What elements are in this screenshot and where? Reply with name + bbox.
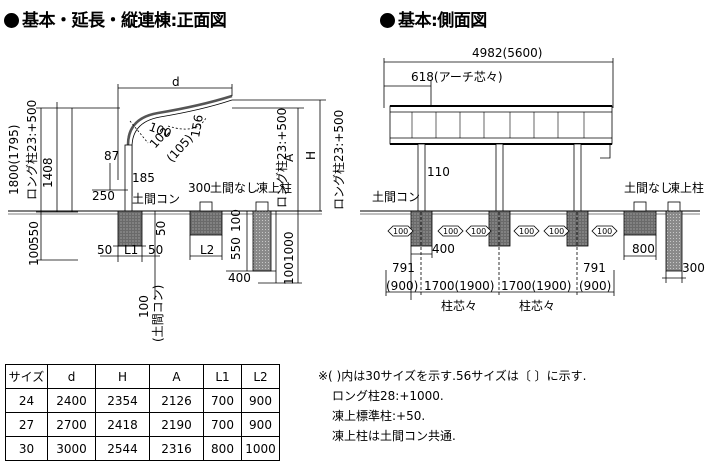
front-h1408-label: 1408 [41, 157, 55, 188]
table-row: 27 2700 2418 2190 700 900 [5, 412, 280, 437]
side-tag-2: 100 [443, 227, 458, 236]
front-d-label: d [172, 75, 180, 89]
table-cell: 2190 [149, 412, 204, 437]
table-cell: 2316 [149, 436, 204, 461]
side-tag-6: 100 [597, 227, 612, 236]
table-cell: 1000 [241, 436, 280, 461]
front-L1-label: L1 [124, 243, 138, 257]
table-cell: 30 [5, 436, 48, 461]
front-doma100-label: 100 [137, 295, 151, 318]
front-H-label: H [304, 151, 318, 160]
table-header-row: サイズ d H A L1 L2 [5, 364, 280, 389]
side-view-drawing [360, 58, 700, 300]
front-doma-con-label: 土間コン [132, 192, 180, 206]
front-L2-label: L2 [200, 243, 214, 257]
side-pitch2-label: 柱芯々 [519, 298, 555, 313]
note-line: ※( )内は30サイズを示す.56サイズは〔 〕に示す. [318, 369, 587, 383]
side-h110-label: 110 [427, 165, 450, 179]
side-view-title: 基本:側面図 [398, 11, 487, 31]
table-cell: 900 [241, 412, 280, 437]
side-tag-5: 100 [549, 227, 564, 236]
table-cell: 2126 [149, 388, 204, 413]
front-left-550-label: 550 [27, 221, 41, 244]
table-header-d: d [47, 364, 96, 389]
notes: ※( )内は30サイズを示す.56サイズは〔 〕に示す. ロング柱28:+100… [318, 366, 587, 446]
front-h185-label: 185 [132, 171, 155, 185]
front-long-pole-left-label: ロング柱23:+500 [24, 100, 39, 200]
size-table: サイズ d H A L1 L2 24 2400 2354 2126 700 90… [5, 364, 280, 461]
note-line: 凍上標準柱:+50. [332, 409, 426, 423]
front-h300-label: 300 [188, 181, 211, 195]
side-900b-label: (900) [579, 279, 611, 293]
note-line: ロング柱28:+1000. [332, 389, 444, 403]
front-long-pole-right-b-label: ロング柱23:+500 [331, 110, 346, 210]
table-cell: 900 [241, 388, 280, 413]
table-cell: 2544 [95, 436, 150, 461]
side-1700a-label: 1700(1900) [424, 279, 494, 293]
table-header-L2: L2 [241, 364, 280, 389]
front-toujou-label: 凍上柱 [256, 180, 292, 195]
side-d300-label: 300 [682, 261, 705, 275]
front-w50a-label: 50 [97, 243, 112, 257]
front-h87-label: 87 [104, 149, 119, 163]
table-header-L1: L1 [203, 364, 242, 389]
table-cell: 700 [203, 388, 242, 413]
side-tag-4: 100 [519, 227, 534, 236]
bullet-icon [4, 13, 19, 28]
side-doma-nashi-label: 土間なし [624, 181, 672, 195]
front-view-heading: 基本・延長・縦連棟:正面図 [4, 6, 227, 31]
front-long-pole-right-a-label: ロング柱23:+500 [274, 108, 289, 208]
table-cell: 2700 [47, 412, 96, 437]
front-d550-label: 550 [229, 237, 243, 260]
side-1700b-label: 1700(1900) [501, 279, 571, 293]
front-left-100-label: 100 [27, 243, 41, 266]
front-d400-label: 400 [228, 271, 251, 285]
side-tag-3: 100 [471, 227, 486, 236]
front-h156-label: 156 [188, 114, 206, 139]
table-cell: 3000 [47, 436, 96, 461]
side-791b-label: 791 [583, 261, 606, 275]
table-header-H: H [95, 364, 150, 389]
table-cell: 2400 [47, 388, 96, 413]
front-h250-label: 250 [92, 189, 115, 203]
table-row: 30 3000 2544 2316 800 1000 [5, 436, 280, 461]
front-doma-nashi-label: 土間なし [210, 181, 258, 195]
front-view-title: 基本・延長・縦連棟:正面図 [22, 11, 227, 31]
front-h1800-label: 1800(1795) [7, 125, 21, 195]
table-header-size: サイズ [5, 364, 48, 389]
side-pitch1-label: 柱芯々 [441, 298, 477, 313]
front-A-label: A [282, 153, 296, 162]
front-view-drawing [8, 84, 326, 300]
table-cell: 700 [203, 412, 242, 437]
bullet-icon [380, 13, 395, 28]
table-cell: 24 [5, 388, 48, 413]
table-header-A: A [149, 364, 204, 389]
side-d800-label: 800 [632, 242, 655, 256]
front-d100b-label: 100 [282, 262, 296, 285]
side-doma-con-label: 土間コン [372, 190, 420, 204]
front-w50b-label: 50 [148, 243, 163, 257]
front-w50v-label: 50 [154, 221, 168, 236]
side-900a-label: (900) [386, 279, 418, 293]
table-cell: 800 [203, 436, 242, 461]
side-total-label: 4982(5600) [472, 46, 542, 60]
side-791a-label: 791 [392, 261, 415, 275]
side-toujou-label: 凍上柱 [668, 180, 704, 195]
table-cell: 27 [5, 412, 48, 437]
side-d400-label: 400 [432, 242, 455, 256]
side-tag-1: 100 [393, 227, 408, 236]
front-d100-label: 100 [229, 209, 243, 232]
front-doma100b-label: (土間コン) [151, 285, 165, 342]
table-cell: 2354 [95, 388, 150, 413]
table-row: 24 2400 2354 2126 700 900 [5, 388, 280, 413]
front-d1000-label: 1000 [282, 231, 296, 262]
note-line: 凍上柱は土間コン共通. [332, 429, 456, 443]
side-arch-label: 618(アーチ芯々) [411, 70, 503, 84]
table-cell: 2418 [95, 412, 150, 437]
side-view-heading: 基本:側面図 [380, 6, 487, 31]
